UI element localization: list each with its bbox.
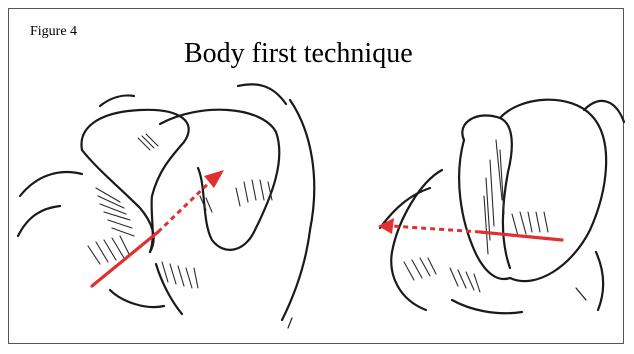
- left-drawing: [18, 84, 314, 328]
- right-drawing: [380, 100, 624, 314]
